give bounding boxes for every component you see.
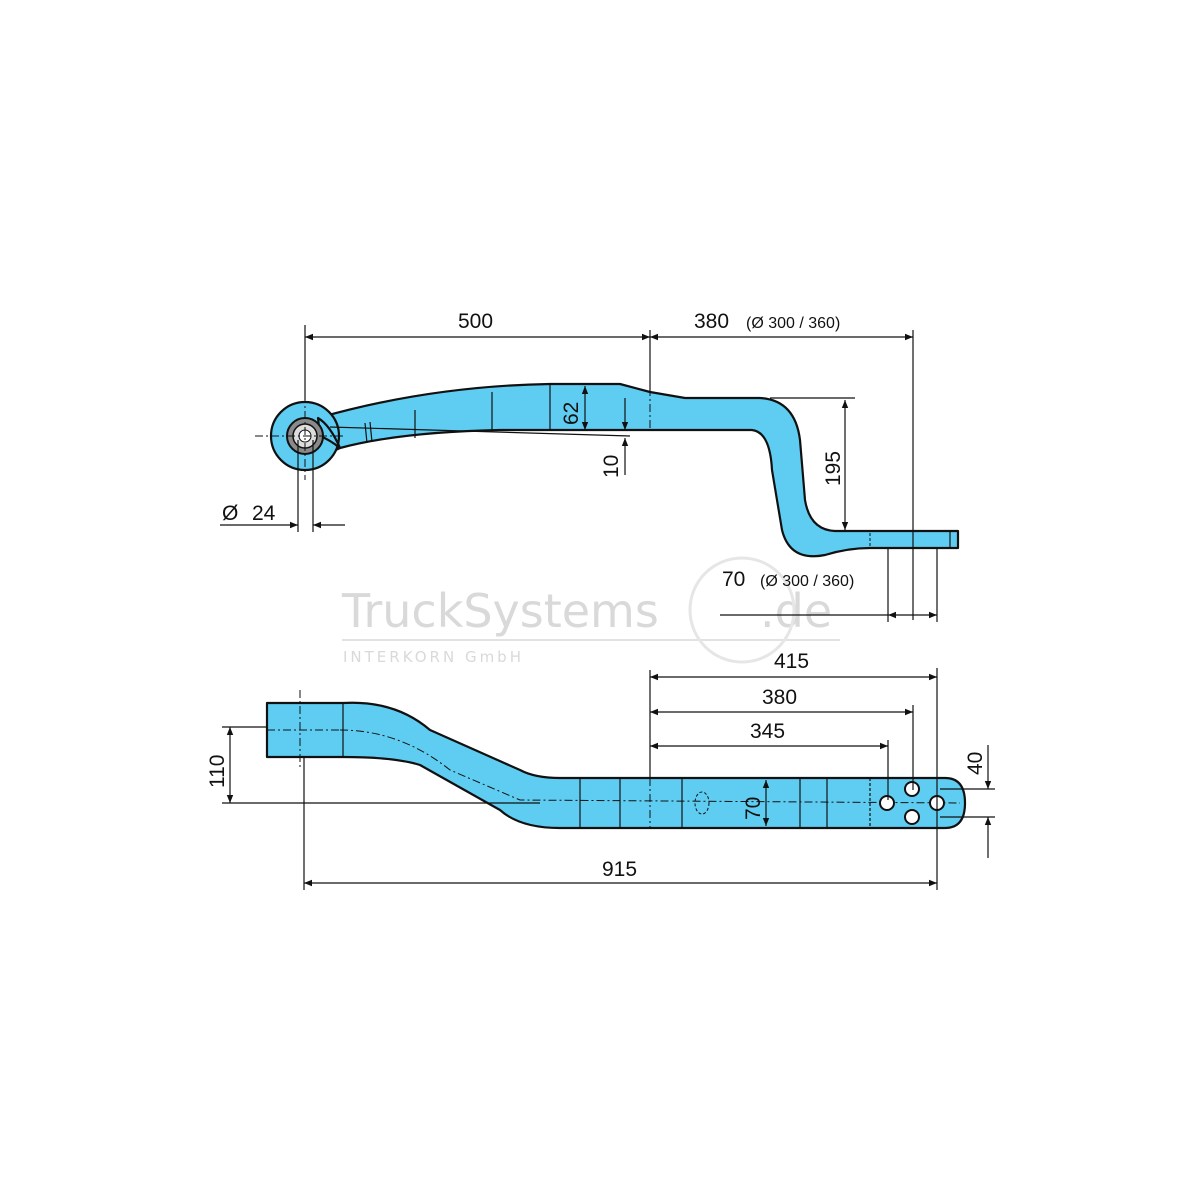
dim-40: 40 <box>964 752 987 775</box>
dim-70-note: (Ø 300 / 360) <box>760 573 854 590</box>
watermark-suffix: .de <box>760 584 832 638</box>
globe-logo-icon <box>688 556 796 664</box>
watermark-brand: TruckSystems <box>341 584 659 638</box>
watermark-company: INTERKORN GmbH <box>343 648 524 666</box>
dim-10: 10 <box>600 455 623 478</box>
dim-70-side: 70 <box>722 568 745 591</box>
dim-915: 915 <box>602 858 637 881</box>
side-view: 500 380 (Ø 300 / 360) 62 10 195 Ø 24 70 … <box>220 310 960 622</box>
dim-380-note: (Ø 300 / 360) <box>746 315 840 332</box>
dim-415: 415 <box>774 650 809 673</box>
dim-380-side: 380 <box>694 310 729 333</box>
dim-195: 195 <box>822 451 845 486</box>
dim-62: 62 <box>560 402 583 425</box>
spring-leaf-top <box>265 701 967 830</box>
top-view: 415 380 345 110 70 40 915 <box>206 650 995 890</box>
dim-345: 345 <box>750 720 785 743</box>
watermark: TruckSystems .de INTERKORN GmbH <box>341 556 840 666</box>
dim-500: 500 <box>458 310 493 333</box>
dim-110: 110 <box>206 755 229 788</box>
dim-380-top: 380 <box>762 686 797 709</box>
dim-diameter-symbol: Ø <box>222 502 238 525</box>
dim-24: 24 <box>252 502 276 525</box>
dim-70-top: 70 <box>742 797 765 820</box>
spring-leaf-side <box>316 382 960 558</box>
